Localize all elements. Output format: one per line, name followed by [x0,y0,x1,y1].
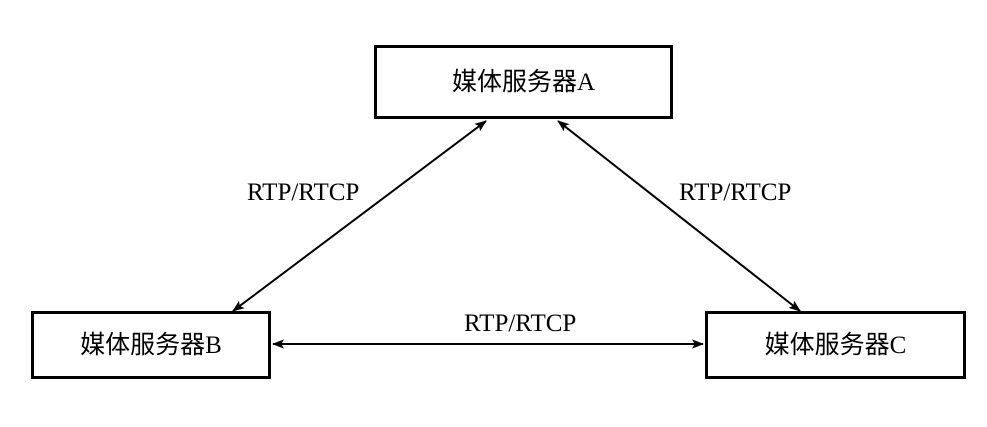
edge-connector-a-b [232,120,487,312]
edge-label-a-c: RTP/RTCP [679,179,792,206]
node-c-label: 媒体服务器C [764,331,907,359]
node-media-server-b[interactable]: 媒体服务器B [31,311,271,379]
node-a-label: 媒体服务器A [451,68,596,96]
node-media-server-c[interactable]: 媒体服务器C [705,311,966,379]
node-b-label: 媒体服务器B [80,331,222,359]
edge-label-b-c: RTP/RTCP [464,310,577,337]
edge-label-a-b: RTP/RTCP [247,179,360,206]
edge-connector-a-c [557,120,801,312]
node-media-server-a[interactable]: 媒体服务器A [374,45,673,119]
